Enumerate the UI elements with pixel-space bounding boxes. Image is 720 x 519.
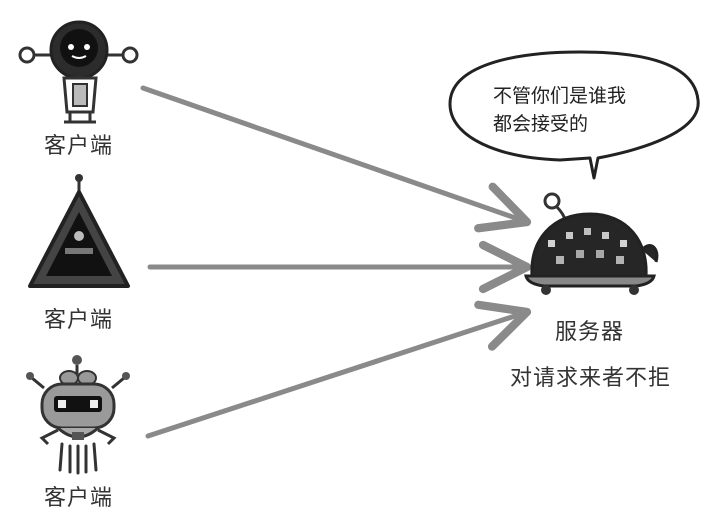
arrow-client1-to-server: [140, 85, 532, 233]
client-label-1: 客户端: [44, 134, 114, 159]
server-caption: 对请求来者不拒: [510, 366, 672, 391]
server-label: 服务器: [555, 320, 625, 345]
speech-bubble-line-1: 不管你们是谁我: [493, 85, 627, 107]
client-robot-2-icon: [28, 174, 130, 288]
speech-bubble: [448, 50, 700, 180]
client-label-3: 客户端: [44, 486, 114, 511]
client-robot-3-icon: [26, 355, 130, 475]
arrows: [140, 85, 532, 439]
client-robot-1-icon: [18, 20, 139, 124]
speech-bubble-line-2: 都会接受的: [493, 113, 589, 135]
arrow-client3-to-server: [145, 300, 532, 439]
client-label-2: 客户端: [44, 308, 114, 333]
server-robot-icon: [524, 192, 659, 295]
